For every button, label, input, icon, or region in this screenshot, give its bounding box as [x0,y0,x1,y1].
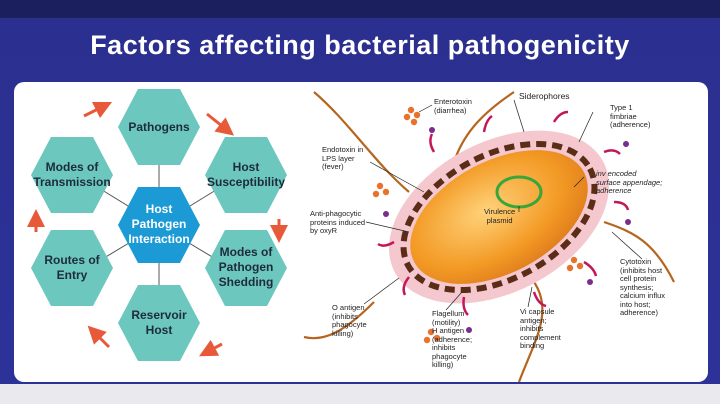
label-inv-appendage: inv encoded surface appendage; adherence [596,169,663,195]
fimbriae [377,110,630,316]
monitor-bezel-bottom [0,384,720,404]
label-host-pathogen-interaction: Host Pathogen Interaction [128,202,190,246]
label-enterotoxin: Enterotoxin (diarrhea) [434,97,472,115]
cytoplasm [410,150,588,284]
diagram-canvas [27,89,675,382]
label-pathogens: Pathogens [128,120,190,134]
hex-routes-of-entry [31,230,113,306]
hex-pathogens [118,89,200,165]
hex-center [118,187,200,263]
flagella [303,91,675,382]
slide-title: Factors affecting bacterial pathogenicit… [90,30,630,60]
label-cytotoxin: Cytotoxin (inhibits host cell protein sy… [620,257,666,317]
cycle-arrows [27,101,288,357]
label-modes-of-pathogen-shedding: Modes of Pathogen Shedding [218,245,274,289]
label-flagellum: Flagellum (motility) H antigen (adherenc… [432,309,473,369]
diagram-panel: Pathogens Host Susceptibility Modes of P… [14,82,708,382]
monitor-bezel-top [0,0,720,18]
hex-reservoir-host [118,285,200,361]
hex-modes-of-transmission [31,137,113,213]
label-o-antigen: O antigen (inhibits phagocyte killing) [332,303,367,338]
hex-modes-of-pathogen-shedding [205,230,287,306]
label-modes-of-transmission: Modes of Transmission [33,160,111,189]
label-reservoir-host: Reservoir Host [131,308,187,337]
label-routes-of-entry: Routes of Entry [44,253,100,282]
hex-host-susceptibility [205,137,287,213]
cycle-hexagons [31,89,287,361]
label-pointers [363,99,643,311]
label-host-susceptibility: Host Susceptibility [206,160,286,189]
label-type1-fimbriae: Type 1 fimbriae (adherence) [610,103,651,129]
label-siderophores: Siderophores [519,91,570,101]
enterotoxin-clusters [372,106,584,344]
membrane [400,140,598,294]
label-virulence-plasmid: Virulence plasmid [484,207,516,225]
label-vi-capsule: Vi capsule antigen; inhibits complement … [520,307,561,350]
bacterium-illustration [303,91,675,382]
cytotoxin-dots [383,127,631,333]
label-antiphagocytic-proteins: Anti-phagocytic proteins induced by oxyR [310,209,366,235]
label-endotoxin: Endotoxin in LPS layer (fever) [322,145,364,171]
